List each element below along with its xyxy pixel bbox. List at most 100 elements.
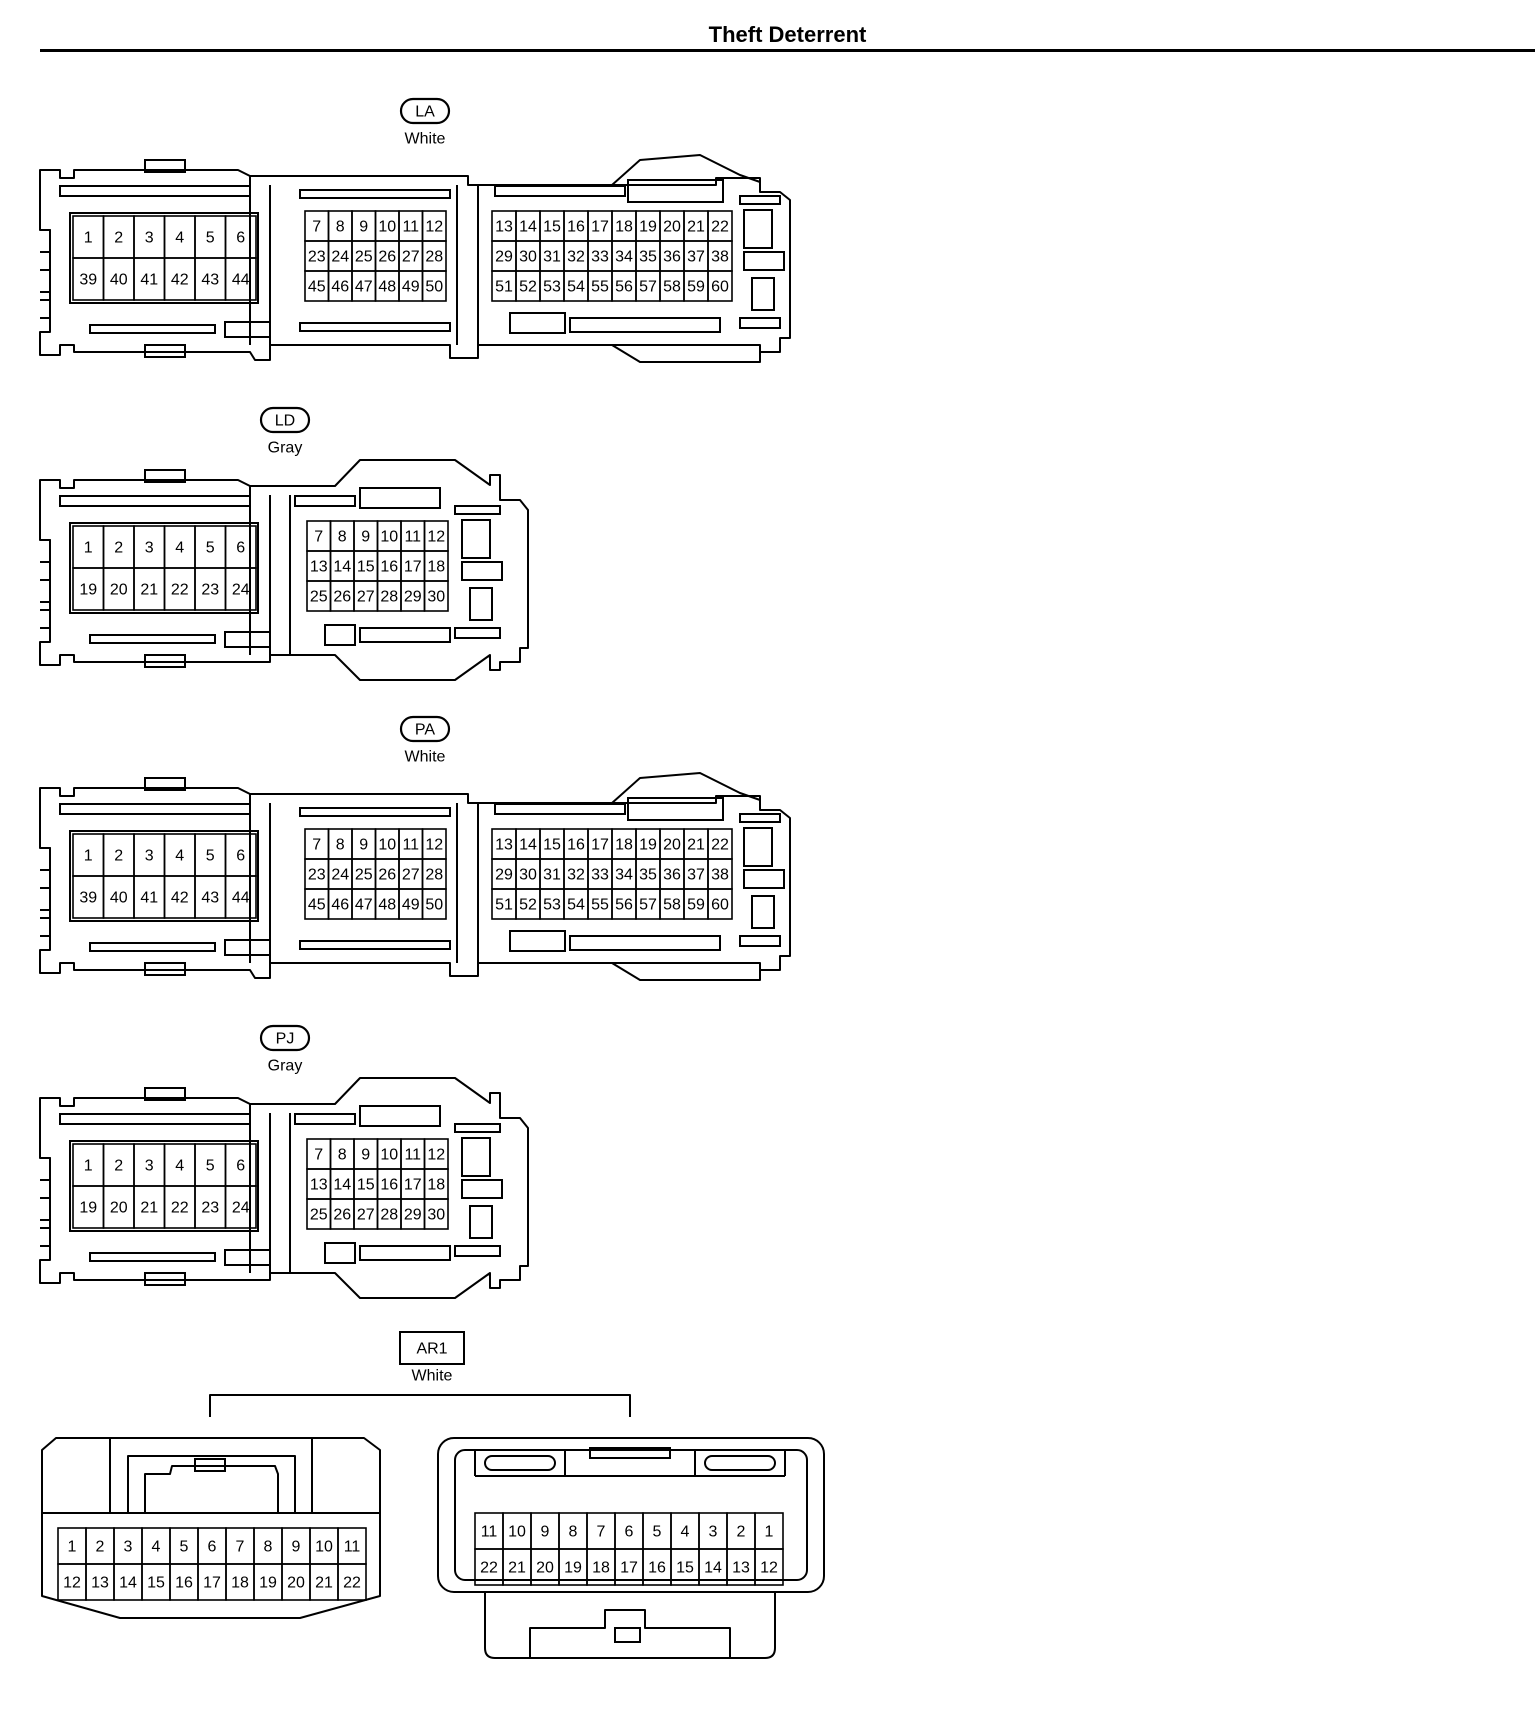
pin-number: 20 bbox=[287, 1575, 305, 1592]
pin-number: 18 bbox=[231, 1575, 249, 1592]
rail bbox=[89, 942, 216, 952]
pin-number: 13 bbox=[495, 219, 513, 236]
rail bbox=[359, 1245, 451, 1261]
housing-line bbox=[474, 1450, 786, 1477]
pin-number: 22 bbox=[171, 582, 189, 599]
pin-number: 48 bbox=[378, 279, 396, 296]
pin-number: 59 bbox=[687, 279, 705, 296]
pin-number: 24 bbox=[232, 582, 250, 599]
pin-number: 44 bbox=[232, 890, 250, 907]
pin-block-frame bbox=[69, 830, 259, 922]
pin-number: 45 bbox=[308, 279, 326, 296]
pin-number: 35 bbox=[639, 867, 657, 884]
pin-number: 19 bbox=[259, 1575, 277, 1592]
pin-number: 44 bbox=[232, 272, 250, 289]
side-latch bbox=[454, 1245, 501, 1257]
pin-number: 60 bbox=[711, 279, 729, 296]
pin-number: 13 bbox=[732, 1560, 750, 1577]
pin-number: 1 bbox=[84, 230, 93, 247]
pin-number: 7 bbox=[314, 1147, 323, 1164]
rail bbox=[359, 487, 441, 509]
pin-number: 52 bbox=[519, 279, 537, 296]
pin-number: 9 bbox=[359, 837, 368, 854]
rail bbox=[569, 935, 721, 951]
latch-top bbox=[589, 1447, 671, 1459]
pin-number: 23 bbox=[308, 867, 326, 884]
pin-number: 11 bbox=[481, 1524, 498, 1541]
latch-bottom bbox=[144, 1272, 186, 1286]
pin-number: 52 bbox=[519, 897, 537, 914]
pin-number: 2 bbox=[114, 540, 123, 557]
latch-top bbox=[144, 777, 186, 791]
pin-number: 9 bbox=[292, 1539, 301, 1556]
pin-number: 26 bbox=[378, 249, 396, 266]
bottom-lock bbox=[529, 1609, 731, 1658]
pin-number: 19 bbox=[639, 837, 657, 854]
rail bbox=[509, 930, 566, 952]
rail bbox=[569, 317, 721, 333]
housing-outline bbox=[41, 1437, 381, 1619]
pin-number: 17 bbox=[620, 1560, 638, 1577]
pin-number: 15 bbox=[357, 1177, 375, 1194]
pin-number: 5 bbox=[206, 1158, 215, 1175]
rail bbox=[59, 1113, 251, 1125]
pin-cell bbox=[421, 270, 447, 302]
pin-number: 14 bbox=[333, 559, 351, 576]
pin-number: 17 bbox=[591, 837, 609, 854]
pin-number: 5 bbox=[653, 1524, 662, 1541]
pin-number: 23 bbox=[308, 249, 326, 266]
pin-number: 30 bbox=[519, 867, 537, 884]
pin-number: 56 bbox=[615, 279, 633, 296]
pin-number: 21 bbox=[687, 219, 705, 236]
pin-number: 13 bbox=[91, 1575, 109, 1592]
pin-number: 51 bbox=[495, 897, 513, 914]
pin-number: 13 bbox=[310, 1177, 328, 1194]
pin-number: 36 bbox=[663, 867, 681, 884]
pin-number: 38 bbox=[711, 867, 729, 884]
pin-number: 11 bbox=[404, 529, 421, 546]
pin-number: 42 bbox=[171, 890, 189, 907]
pin-number: 55 bbox=[591, 279, 609, 296]
pin-number: 53 bbox=[543, 897, 561, 914]
pin-number: 20 bbox=[110, 1200, 128, 1217]
pin-number: 49 bbox=[402, 897, 420, 914]
pin-cell bbox=[423, 580, 449, 612]
pin-number: 30 bbox=[519, 249, 537, 266]
pin-number: 6 bbox=[236, 1158, 245, 1175]
pin-number: 39 bbox=[79, 272, 97, 289]
pin-number: 28 bbox=[425, 867, 443, 884]
rail bbox=[59, 185, 251, 197]
side-latch bbox=[743, 209, 773, 249]
pin-block-frame bbox=[69, 522, 259, 614]
connector-id: LA bbox=[415, 104, 435, 121]
latch-top bbox=[194, 1458, 226, 1472]
pin-number: 22 bbox=[711, 219, 729, 236]
pin-number: 54 bbox=[567, 279, 585, 296]
connector-id: AR1 bbox=[416, 1341, 447, 1358]
pin-number: 12 bbox=[425, 219, 443, 236]
pin-number: 19 bbox=[639, 219, 657, 236]
side-latch bbox=[461, 1179, 503, 1199]
pin-number: 15 bbox=[147, 1575, 165, 1592]
rail bbox=[627, 179, 724, 203]
pin-number: 22 bbox=[480, 1560, 498, 1577]
side-latch bbox=[454, 627, 501, 639]
pin-number: 21 bbox=[315, 1575, 333, 1592]
side-latch bbox=[739, 317, 781, 329]
pin-number: 18 bbox=[592, 1560, 610, 1577]
pin-number: 6 bbox=[236, 230, 245, 247]
rail bbox=[494, 803, 626, 815]
pin-number: 7 bbox=[312, 219, 321, 236]
pin-number: 31 bbox=[543, 249, 561, 266]
connector-color: Gray bbox=[268, 440, 303, 457]
rail bbox=[59, 803, 251, 815]
pin-number: 22 bbox=[711, 837, 729, 854]
pin-number: 12 bbox=[427, 529, 445, 546]
pin-number: 37 bbox=[687, 249, 705, 266]
pin-number: 31 bbox=[543, 867, 561, 884]
side-latch bbox=[751, 277, 775, 311]
housing-outline bbox=[39, 459, 529, 681]
side-latch bbox=[454, 505, 501, 515]
pin-number: 14 bbox=[704, 1560, 722, 1577]
